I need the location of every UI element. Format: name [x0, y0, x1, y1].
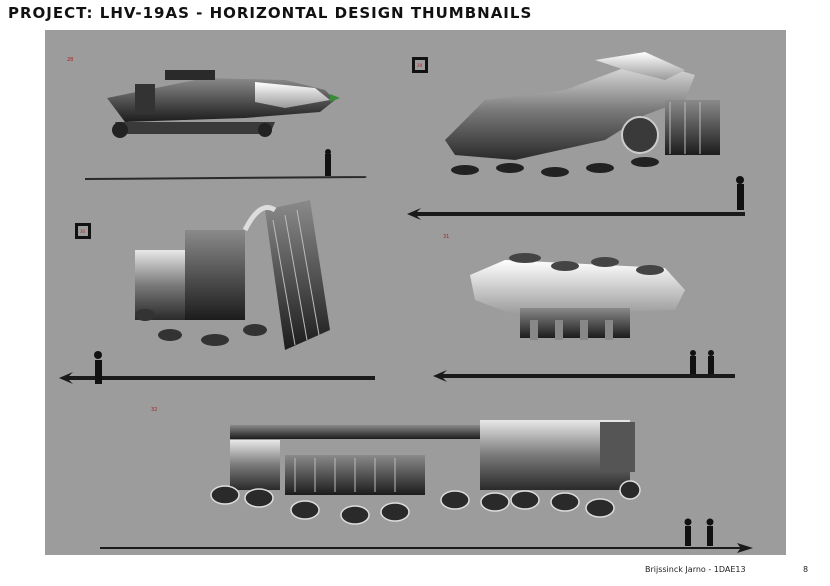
sketch-canvas — [59, 52, 753, 553]
thumbnail-number-31: 31 — [443, 234, 450, 240]
selection-marker-29: 29 — [412, 57, 428, 73]
selection-marker-30: 30 — [75, 223, 91, 239]
thumbnail-sheet: 28 29 30 31 32 — [45, 30, 786, 555]
thumbnail-number-30: 30 — [80, 229, 86, 234]
thumbnail-number-28: 28 — [67, 57, 74, 63]
page-title: PROJECT: LHV-19AS - HORIZONTAL DESIGN TH… — [8, 4, 533, 22]
vehicle-32 — [100, 420, 753, 553]
author-credit: Brijssinck Jarno - 1DAE13 — [645, 565, 746, 574]
vehicle-28 — [85, 70, 367, 182]
vehicle-29 — [407, 52, 745, 220]
thumbnail-number-29: 29 — [417, 63, 423, 68]
vehicle-31 — [433, 253, 735, 382]
thumbnail-number-32: 32 — [151, 407, 158, 413]
vehicle-30 — [59, 200, 375, 384]
page-number: 8 — [803, 565, 809, 574]
